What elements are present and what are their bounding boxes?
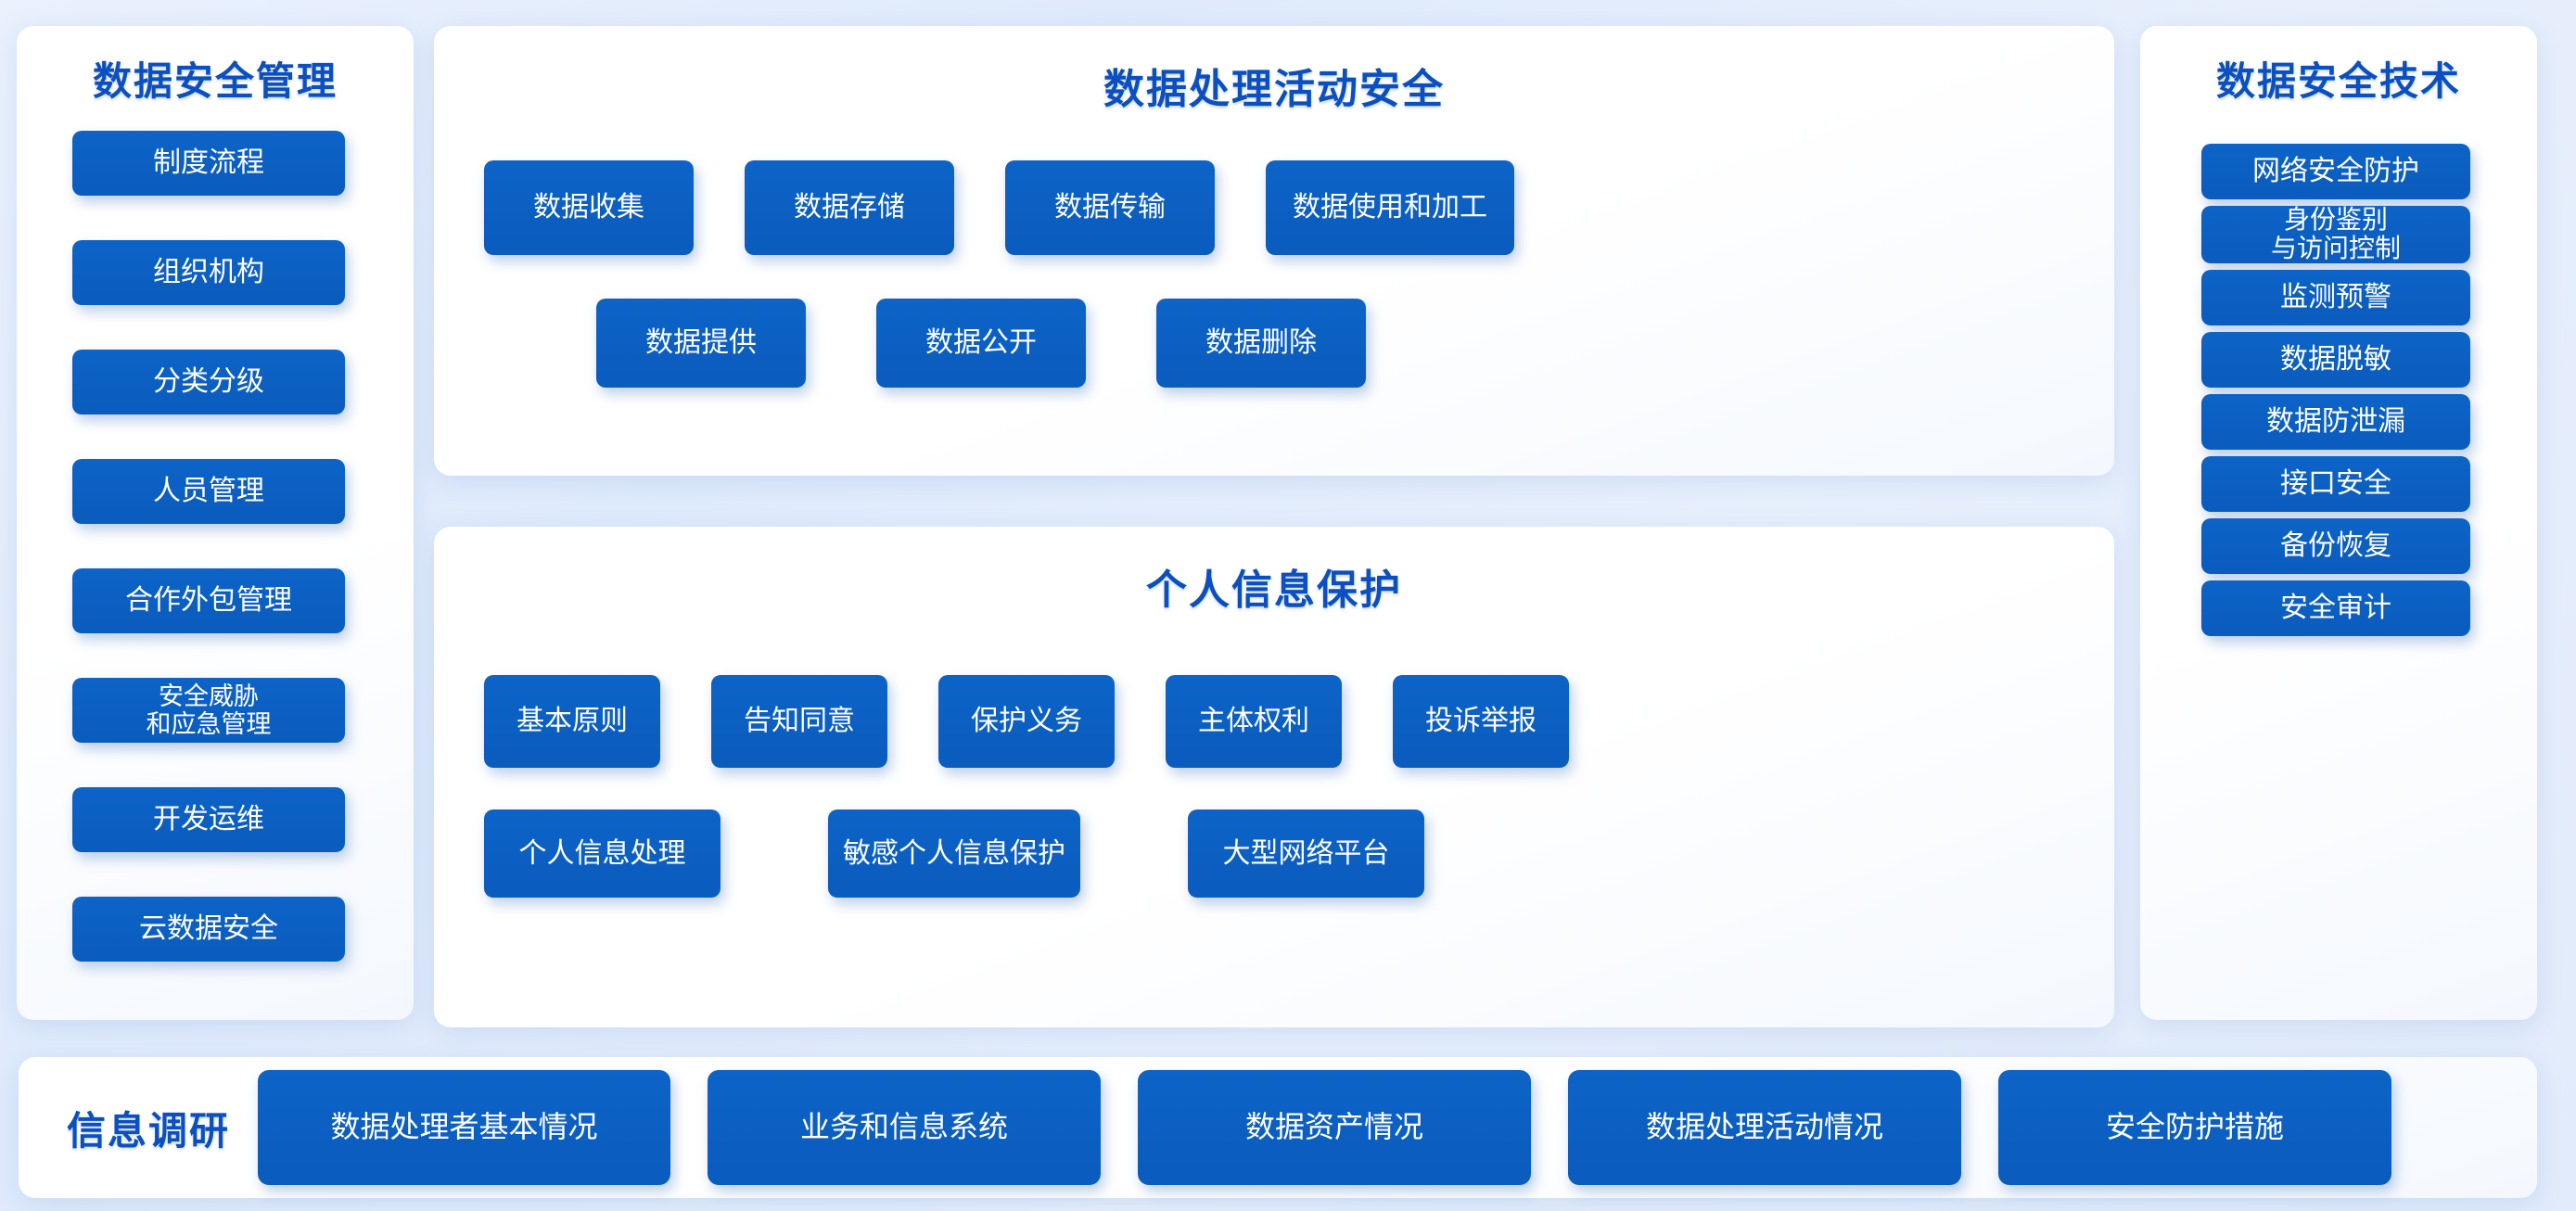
- pi-item-jiben-yuanze[interactable]: 基本原则: [484, 675, 660, 768]
- bottom-item-anquan-fanghu-cuoshi[interactable]: 安全防护措施: [1998, 1070, 2392, 1185]
- data-processing-activity-security-panel: 数据处理活动安全 数据收集 数据存储 数据传输 数据使用和加工 数据提供 数据公…: [434, 26, 2114, 476]
- left-item-zuzhi-jigou[interactable]: 组织机构: [72, 240, 345, 305]
- personal-information-protection-panel: 个人信息保护 基本原则 告知同意 保护义务 主体权利 投诉举报 个人信息处理 敏…: [434, 527, 2114, 1027]
- left-item-kaifa-yunwei[interactable]: 开发运维: [72, 787, 345, 852]
- personal-info-row-1: 基本原则 告知同意 保护义务 主体权利 投诉举报: [484, 675, 1569, 768]
- left-item-zhidu-liucheng[interactable]: 制度流程: [72, 131, 345, 196]
- pi-item-daxing-wangluo-pingtai[interactable]: 大型网络平台: [1188, 809, 1424, 898]
- left-item-anquan-weixie-yingji-guanli[interactable]: 安全威胁 和应急管理: [72, 678, 345, 743]
- bottom-item-shuju-chulizhe-jiben-qingkuang[interactable]: 数据处理者基本情况: [258, 1070, 671, 1185]
- dp-item-shuju-gongkai[interactable]: 数据公开: [876, 299, 1086, 388]
- right-item-jiance-yujing[interactable]: 监测预警: [2201, 270, 2470, 325]
- right-panel-title: 数据安全技术: [2215, 59, 2461, 103]
- pi-item-geren-xinxi-chuli[interactable]: 个人信息处理: [484, 809, 721, 898]
- personal-info-row-2: 个人信息处理 敏感个人信息保护 大型网络平台: [484, 809, 1424, 898]
- right-item-shenfen-jianbie-fangwen-kongzhi[interactable]: 身份鉴别 与访问控制: [2201, 205, 2470, 263]
- left-item-hezuo-waibao-guanli[interactable]: 合作外包管理: [72, 568, 345, 633]
- left-item-yun-shuju-anquan[interactable]: 云数据安全: [72, 897, 345, 962]
- pi-item-mingan-geren-xinxi-baohu[interactable]: 敏感个人信息保护: [828, 809, 1080, 898]
- left-item-fenlei-fenji[interactable]: 分类分级: [72, 350, 345, 414]
- right-panel-item-list: 网络安全防护 身份鉴别 与访问控制 监测预警 数据脱敏 数据防泄漏 接口安全 备…: [2201, 144, 2480, 643]
- dp-item-shuju-tigong[interactable]: 数据提供: [596, 299, 806, 388]
- dp-item-shuju-chuanshu[interactable]: 数据传输: [1005, 160, 1215, 255]
- bottom-item-shuju-chuli-huodong-qingkuang[interactable]: 数据处理活动情况: [1568, 1070, 1962, 1185]
- right-item-shuju-tuomin[interactable]: 数据脱敏: [2201, 332, 2470, 388]
- center-top-panel-title: 数据处理活动安全: [1103, 67, 1445, 112]
- dp-item-shuju-shouji[interactable]: 数据收集: [484, 160, 694, 255]
- left-panel-title: 数据安全管理: [92, 59, 338, 103]
- data-processing-row-1: 数据收集 数据存储 数据传输 数据使用和加工: [484, 160, 1514, 255]
- dp-item-shuju-shiyong-jiagong[interactable]: 数据使用和加工: [1266, 160, 1514, 255]
- bottom-bar-title: 信息调研: [67, 1108, 231, 1153]
- pi-item-gaozhi-tongyi[interactable]: 告知同意: [711, 675, 887, 768]
- right-item-anquan-shenji[interactable]: 安全审计: [2201, 580, 2470, 636]
- data-processing-row-2: 数据提供 数据公开 数据删除: [596, 299, 1366, 388]
- bottom-bar-item-list: 数据处理者基本情况 业务和信息系统 数据资产情况 数据处理活动情况 安全防护措施: [258, 1070, 2392, 1185]
- dp-item-shuju-shanchu[interactable]: 数据删除: [1156, 299, 1366, 388]
- bottom-item-yewu-he-xinxi-xitong[interactable]: 业务和信息系统: [708, 1070, 1102, 1185]
- left-panel-item-list: 制度流程 组织机构 分类分级 人员管理 合作外包管理 安全威胁 和应急管理 开发…: [72, 131, 358, 1006]
- pi-item-tousu-jubao[interactable]: 投诉举报: [1393, 675, 1569, 768]
- bottom-item-shuju-zichan-qingkuang[interactable]: 数据资产情况: [1138, 1070, 1532, 1185]
- data-security-technology-panel: 数据安全技术 网络安全防护 身份鉴别 与访问控制 监测预警 数据脱敏 数据防泄漏…: [2140, 26, 2537, 1020]
- center-bottom-panel-title: 个人信息保护: [1146, 567, 1402, 613]
- data-security-management-panel: 数据安全管理 制度流程 组织机构 分类分级 人员管理 合作外包管理 安全威胁 和…: [17, 26, 414, 1020]
- pi-item-zhuti-quanli[interactable]: 主体权利: [1166, 675, 1342, 768]
- right-item-beifen-huifu[interactable]: 备份恢复: [2201, 518, 2470, 574]
- information-survey-bar: 信息调研 数据处理者基本情况 业务和信息系统 数据资产情况 数据处理活动情况 安…: [19, 1057, 2537, 1198]
- pi-item-baohu-yiwu[interactable]: 保护义务: [938, 675, 1115, 768]
- right-item-shuju-fangxielou[interactable]: 数据防泄漏: [2201, 394, 2470, 450]
- left-item-renyuan-guanli[interactable]: 人员管理: [72, 459, 345, 524]
- right-item-jiekou-anquan[interactable]: 接口安全: [2201, 456, 2470, 512]
- right-item-wangluo-anquan-fanghu[interactable]: 网络安全防护: [2201, 144, 2470, 199]
- dp-item-shuju-cunchu[interactable]: 数据存储: [745, 160, 954, 255]
